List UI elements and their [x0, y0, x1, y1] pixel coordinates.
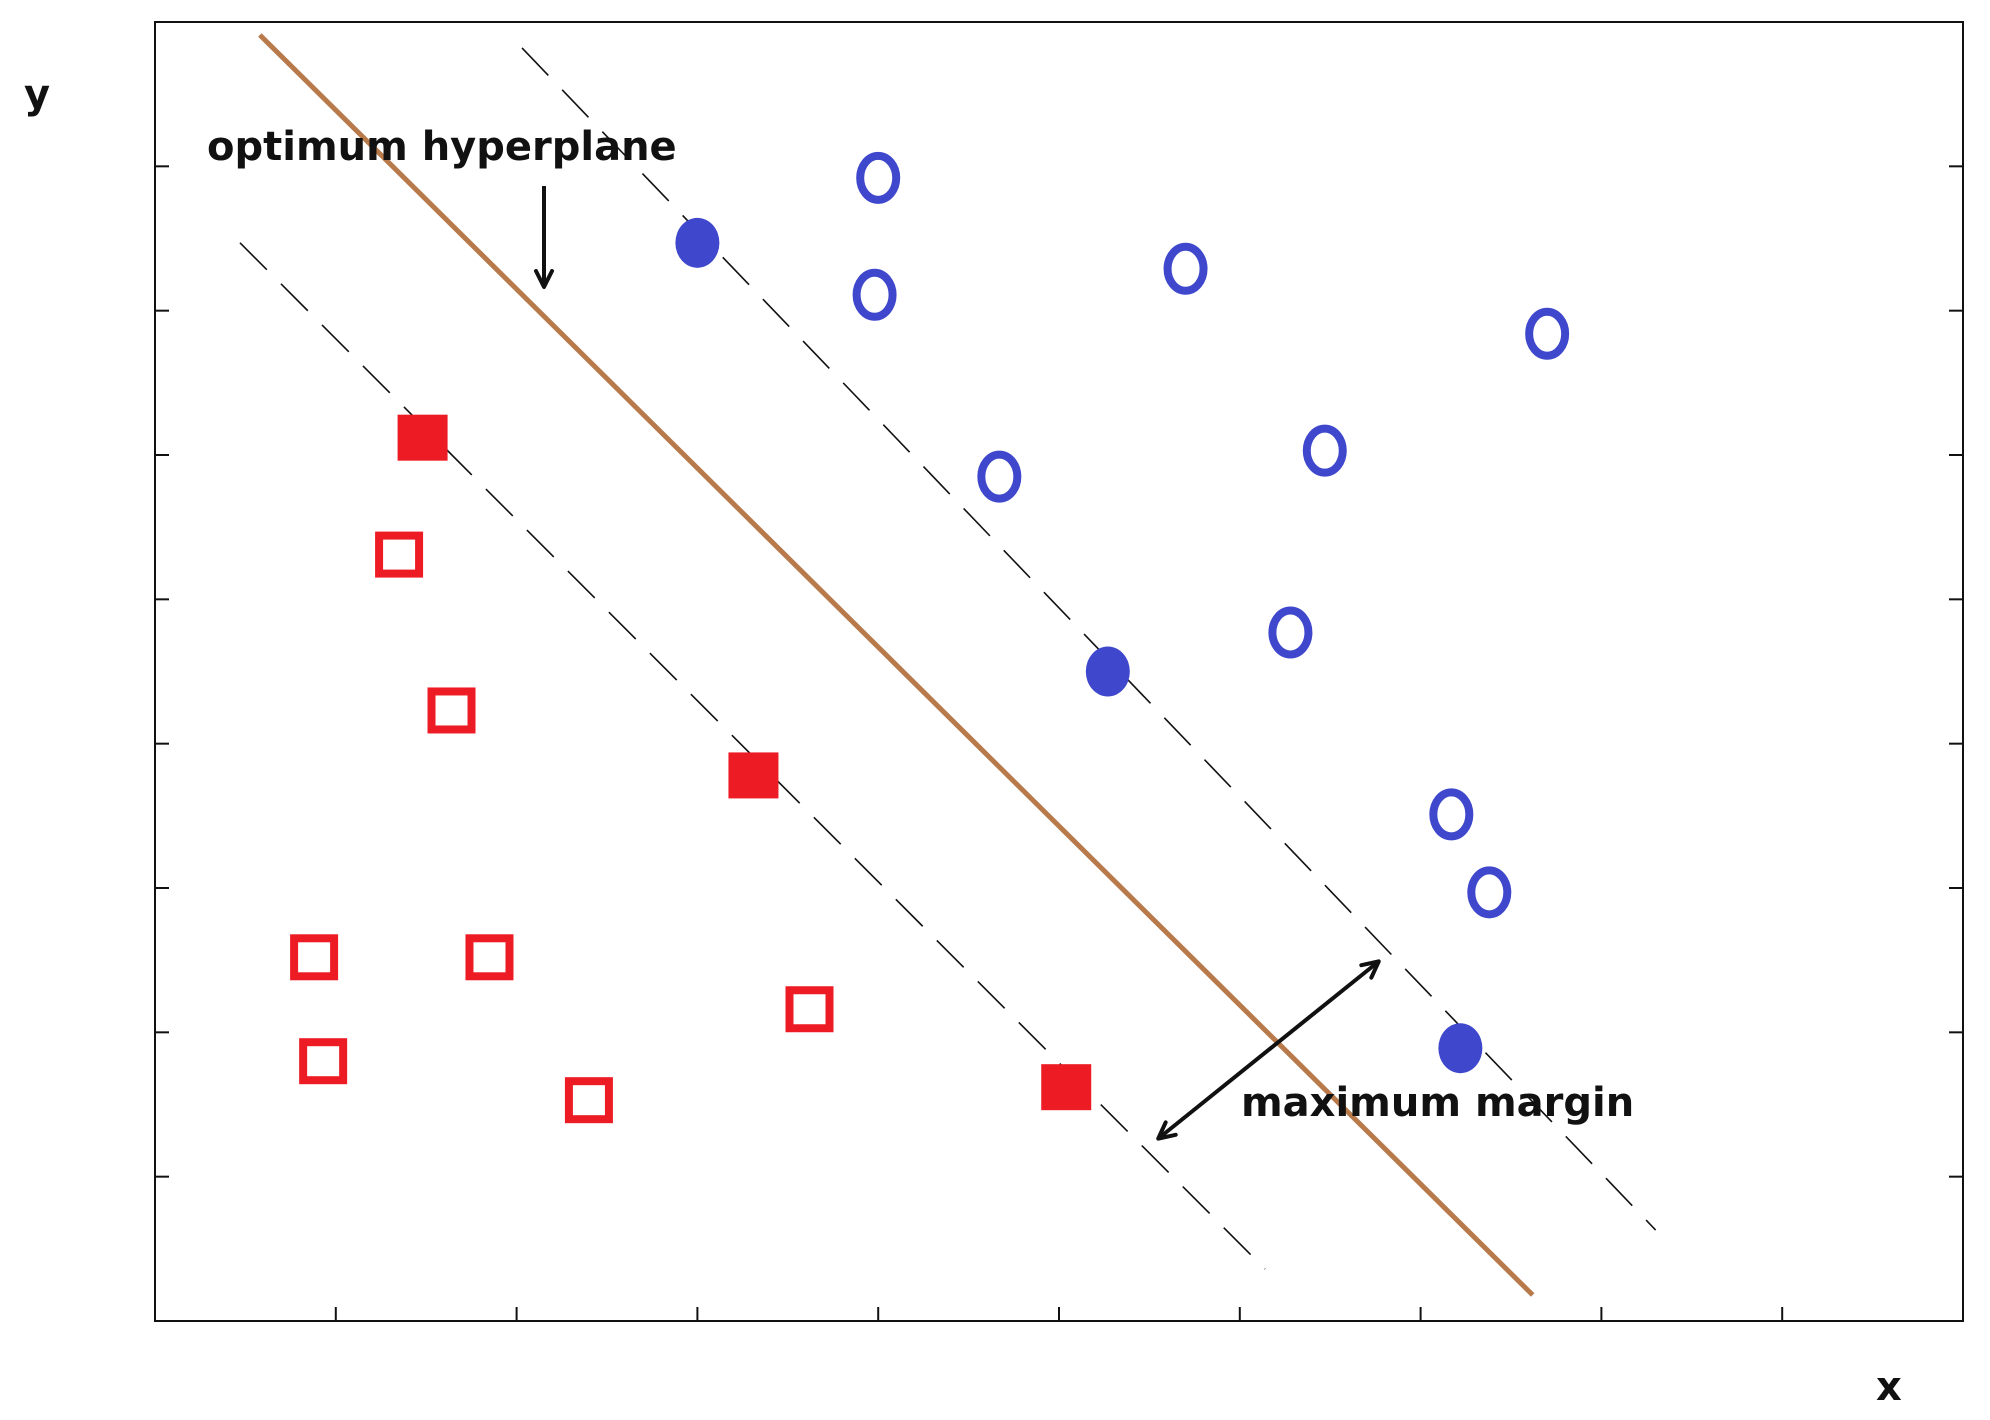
red-square-point: [427, 687, 476, 734]
margin-double-arrow: [1156, 959, 1381, 1141]
margin-label: maximum margin: [1241, 1080, 1634, 1126]
blue-circle-point: [1268, 606, 1313, 659]
blue-support-vector-point: [1438, 1023, 1483, 1074]
blue-circle-point: [852, 268, 897, 321]
red-support-vector-point: [397, 414, 448, 461]
blue-support-vector-point: [675, 217, 720, 268]
blue-circle-point: [1163, 242, 1208, 295]
blue-circle-point: [1467, 866, 1512, 919]
blue-circle-point: [977, 450, 1022, 503]
x-axis-label: x: [1876, 1364, 1902, 1410]
blue-circle-point: [1525, 307, 1570, 360]
blue-circle-point: [856, 151, 901, 204]
red-square-point: [564, 1077, 613, 1124]
red-square-point: [375, 531, 424, 578]
red-square-point: [785, 986, 834, 1033]
plot-frame: [154, 21, 1964, 1322]
axis-ticks: [155, 165, 1963, 1321]
blue-circle-point: [1302, 424, 1347, 477]
red-square-point: [299, 1038, 348, 1085]
y-axis-label: y: [24, 72, 50, 118]
data-points: [290, 151, 1570, 1124]
blue-support-vector-point: [1085, 646, 1130, 697]
red-square-point: [290, 934, 339, 981]
red-support-vector-point: [728, 752, 779, 799]
red-support-vector-point: [1041, 1064, 1092, 1111]
blue-circle-point: [1429, 788, 1474, 841]
hyperplane-label: optimum hyperplane: [207, 124, 677, 170]
red-square-point: [465, 934, 514, 981]
